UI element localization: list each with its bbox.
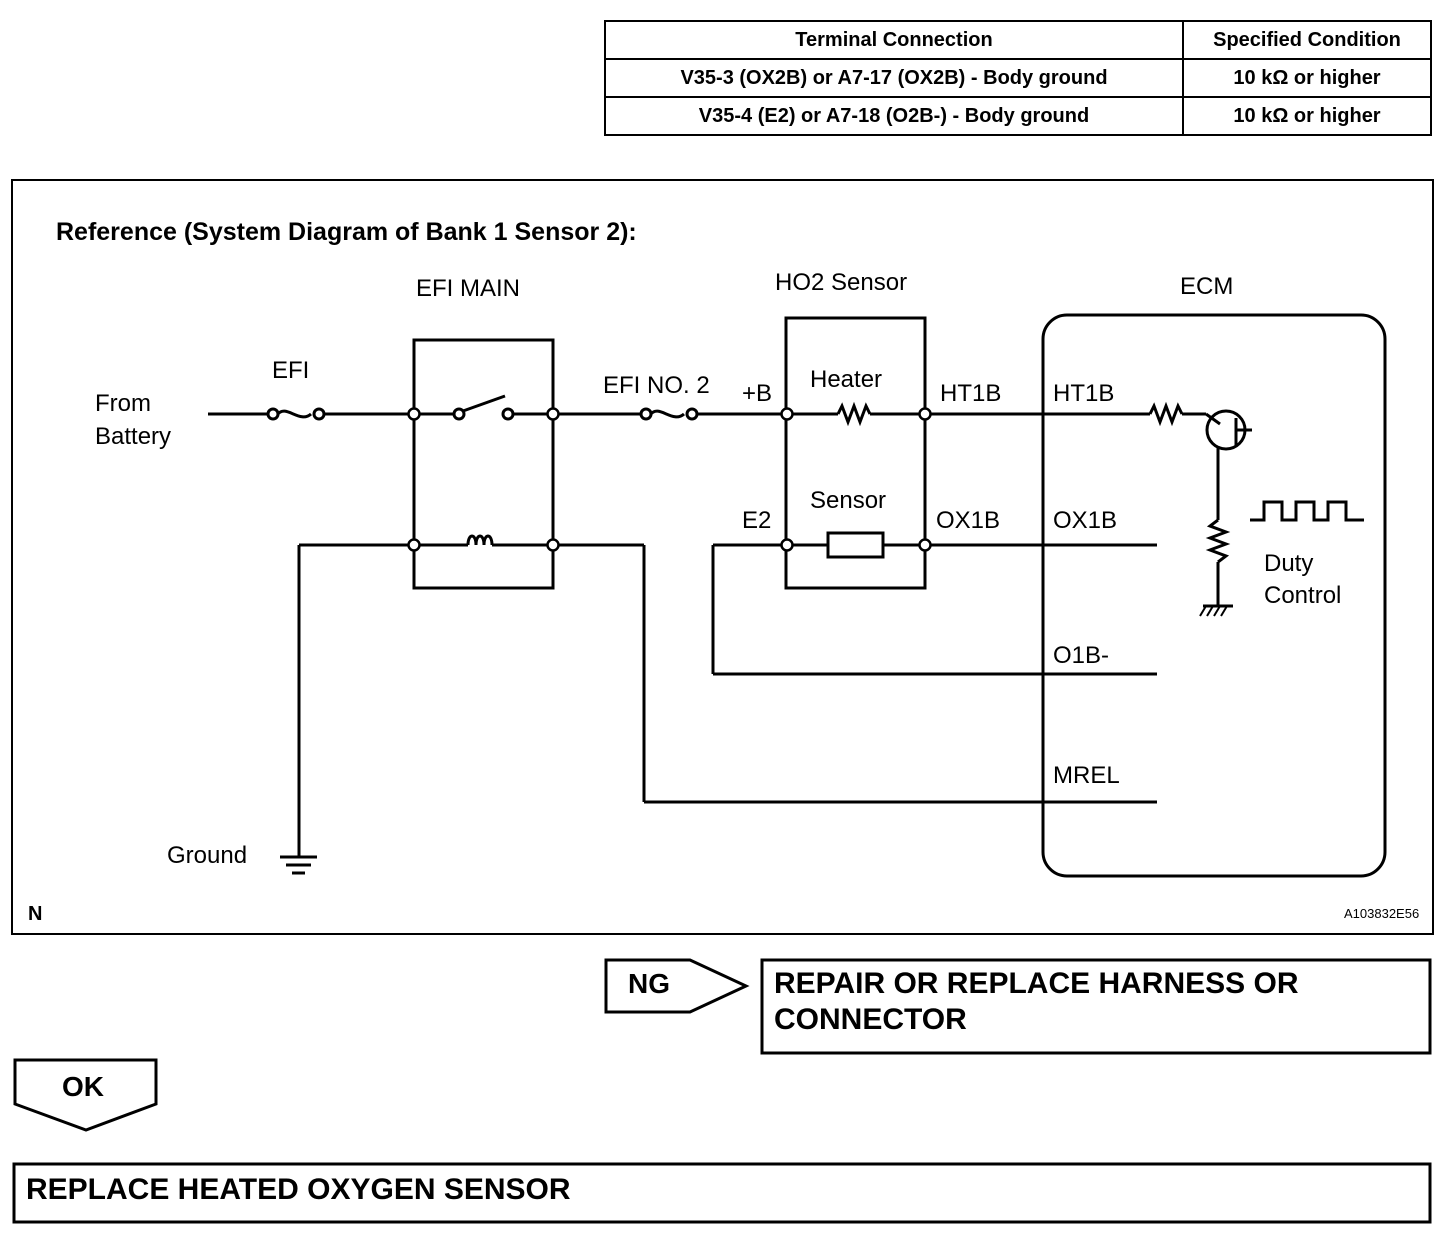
ht1b-ecm-terminal-label: HT1B [1053, 380, 1114, 407]
chassis-ground-hatch [1206, 605, 1214, 617]
duty-waveform-icon [1250, 500, 1364, 522]
chassis-ground-hatch [1213, 605, 1221, 617]
ecm-box [1041, 313, 1387, 878]
ht1b-sensor-terminal-label: HT1B [940, 380, 1001, 407]
heater-label: Heater [810, 366, 882, 393]
efi-fuse-label: EFI [272, 357, 309, 384]
relay-switch-contact [462, 394, 506, 413]
efi-no2-fuse-symbol [649, 409, 686, 419]
ng-action-text: REPAIR OR REPLACE HARNESS OR CONNECTOR [774, 967, 1299, 1036]
relay-switch-terminal [501, 407, 515, 421]
table-cell-condition: 10 kΩ or higher [1182, 96, 1432, 136]
ho2-sensor-box [784, 316, 927, 590]
relay-coil-symbol [466, 534, 494, 546]
table-cell-condition: 10 kΩ or higher [1182, 58, 1432, 98]
o1b-minus-terminal-label: O1B- [1053, 642, 1109, 669]
ok-action-text: REPLACE HEATED OXYGEN SENSOR [26, 1173, 571, 1206]
terminal-spec-table: Terminal Connection Specified Condition … [604, 20, 1432, 136]
duty-control-label: Control [1264, 582, 1341, 609]
relay-switch-terminal [452, 407, 466, 421]
diagram-frame [11, 179, 1434, 935]
ho2-sensor-label: HO2 Sensor [775, 269, 907, 296]
sensor-element-symbol [826, 531, 885, 559]
header-specified-condition: Specified Condition [1182, 20, 1432, 60]
table-row: V35-3 (OX2B) or A7-17 (OX2B) - Body grou… [604, 58, 1432, 98]
junction-dot [918, 407, 932, 421]
table-cell-terminal: V35-3 (OX2B) or A7-17 (OX2B) - Body grou… [604, 58, 1184, 98]
corner-mark: N [28, 903, 42, 925]
junction-dot [780, 538, 794, 552]
ecm-label: ECM [1180, 273, 1233, 300]
diagram-title: Reference (System Diagram of Bank 1 Sens… [56, 218, 637, 246]
chassis-ground-hatch [1220, 605, 1228, 617]
transistor-base [1205, 412, 1221, 426]
efi-fuse-terminal [312, 407, 326, 421]
duty-control-label: Duty [1264, 550, 1313, 577]
from-battery-label: From [95, 390, 151, 417]
efi-fuse-symbol [276, 409, 313, 419]
efi-no2-fuse-terminal [639, 407, 653, 421]
efi-main-label: EFI MAIN [416, 275, 520, 302]
ox1b-sensor-terminal-label: OX1B [936, 507, 1000, 534]
heater-resistor-symbol [836, 401, 872, 427]
header-terminal-connection: Terminal Connection [604, 20, 1184, 60]
ok-arrow-icon [13, 1058, 158, 1132]
junction-dot [546, 407, 560, 421]
table-header-row: Terminal Connection Specified Condition [604, 20, 1432, 60]
efi-no2-label: EFI NO. 2 [603, 372, 710, 399]
efi-no2-fuse-terminal [685, 407, 699, 421]
junction-dot [407, 407, 421, 421]
table-row: V35-4 (E2) or A7-18 (O2B-) - Body ground… [604, 96, 1432, 136]
ecm-pulldown-resistor-symbol [1205, 518, 1231, 564]
figure-id: A103832E56 [1344, 906, 1419, 921]
ng-arrow-icon [604, 958, 750, 1014]
table-cell-terminal: V35-4 (E2) or A7-18 (O2B-) - Body ground [604, 96, 1184, 136]
junction-dot [407, 538, 421, 552]
ng-action-box [760, 958, 1432, 1055]
ox1b-ecm-terminal-label: OX1B [1053, 507, 1117, 534]
junction-dot [780, 407, 794, 421]
efi-main-relay-box [412, 338, 555, 590]
ecm-resistor-symbol [1148, 401, 1184, 427]
efi-fuse-terminal [266, 407, 280, 421]
plus-b-terminal-label: +B [742, 380, 772, 407]
chassis-ground-hatch [1199, 605, 1207, 617]
e2-terminal-label: E2 [742, 507, 771, 534]
ok-action-box [12, 1162, 1432, 1224]
from-battery-label: Battery [95, 423, 171, 450]
junction-dot [918, 538, 932, 552]
sensor-label: Sensor [810, 487, 886, 514]
ok-label: OK [62, 1071, 104, 1102]
junction-dot [546, 538, 560, 552]
mrel-terminal-label: MREL [1053, 762, 1120, 789]
ng-label: NG [628, 968, 670, 999]
ground-label: Ground [167, 842, 247, 869]
